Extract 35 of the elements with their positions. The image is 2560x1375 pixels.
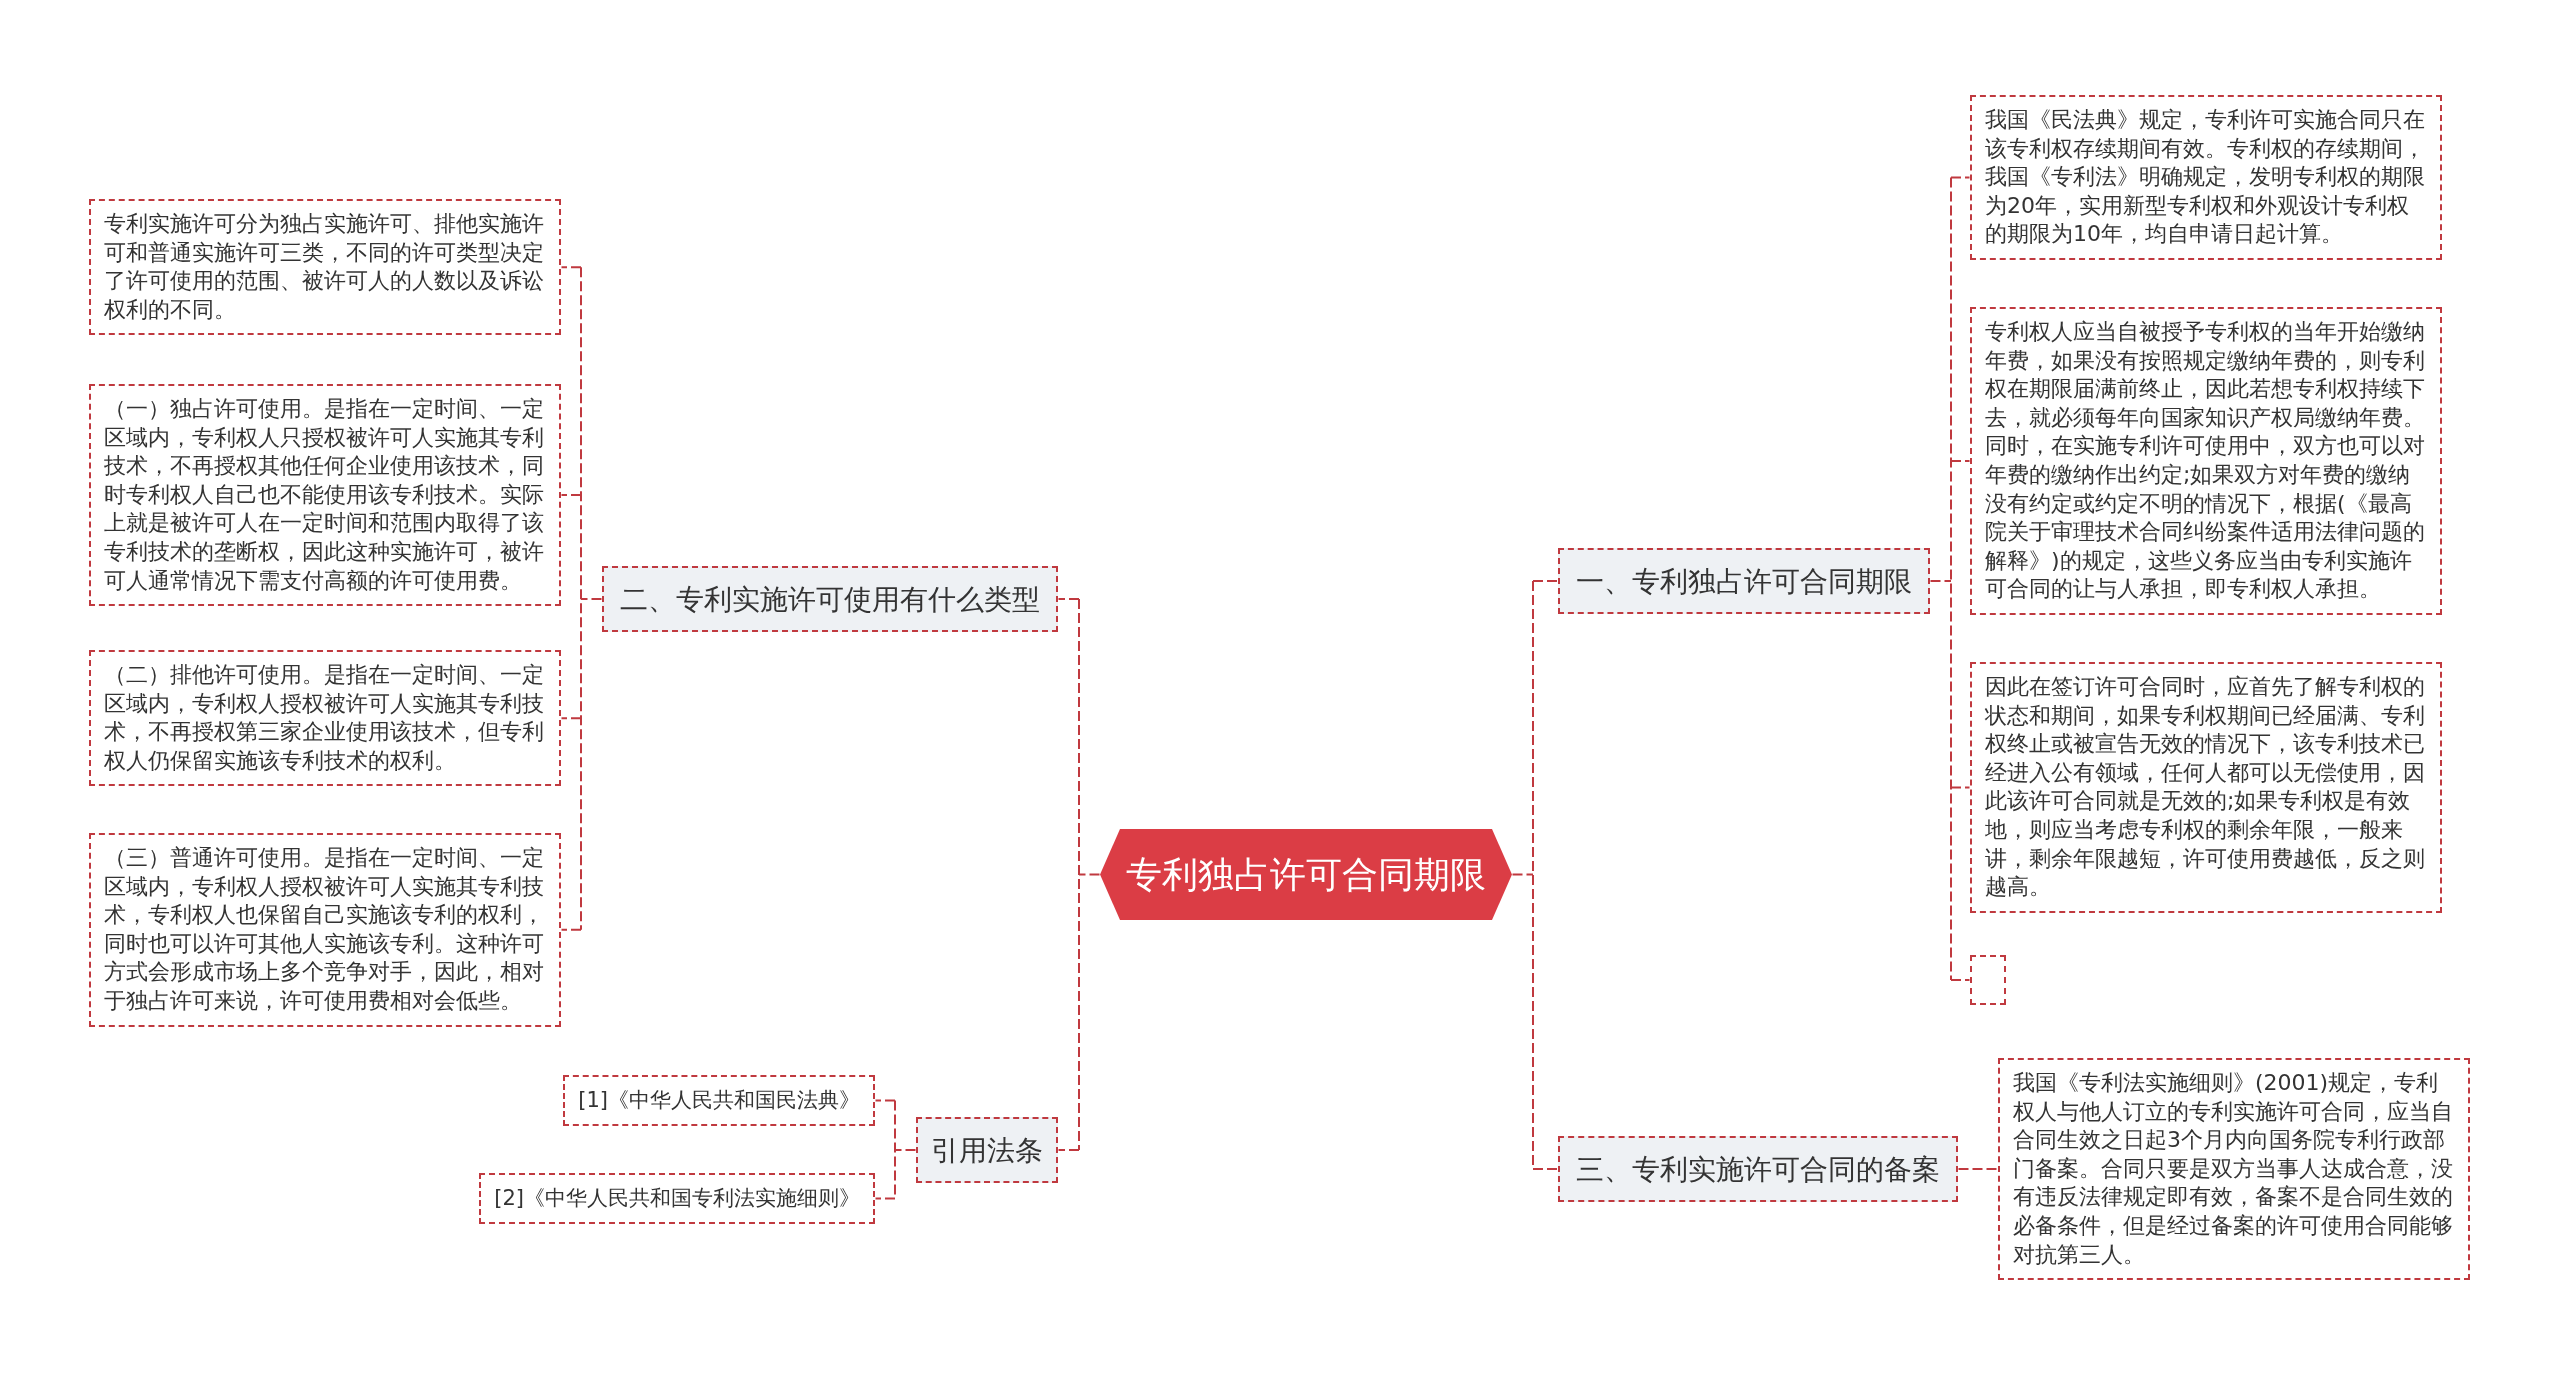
connector-line [874,1099,917,1200]
note-text: 因此在签订许可合同时，应首先了解专利权的状态和期间，如果专利权期间已经届满、专利权终止或被宣告无效的情况下，该专利技术已经进入公有领域，任何人都可以无偿使用，因此该许可合同就是无效的;如果专利权是有效地，则应当考虑专利权的剩余年限，一般来讲，剩余年限越短，许可使用费越低，反之则越高。 [1985,673,2426,902]
reference-text: [2]《中华人民共和国专利法实施细则》 [494,1185,860,1212]
reference-text: [1]《中华人民共和国民法典》 [578,1087,860,1114]
branch-title: 引用法条 [931,1132,1043,1168]
note-text: 我国《民法典》规定，专利许可实施合同只在该专利权存续期间有效。专利权的存续期间，我国《专利法》明确规定，发明专利权的期限为20年，实用新型专利权和外观设计专利权的期限为10年，均自申请日起计算。 [1985,106,2426,249]
branch-title: 三、专利实施许可合同的备案 [1576,1151,1940,1187]
note-card [1970,95,2442,260]
branch-card [916,1117,1058,1183]
note-card [89,650,561,787]
note-text: 专利权人应当自被授予专利权的当年开始缴纳年费，如果没有按照规定缴纳年费的，则专利权在期限届满前终止，因此若想专利权持续下去，就必须每年向国家知识产权局缴纳年费。同时，在实施专利许可使用中，双方也可以对年费的缴纳作出约定;如果双方对年费的缴纳没有约定或约定不明的情况下，根据(《最高院关于审理技术合同纠纷案件适用法律问题的解释》)的规定，这些义务应当由专利实施许可合同的让与人承担，即专利权人承担。 [1985,318,2426,604]
topic-title: 专利独占许可合同期限 [1126,853,1486,897]
branch-card [1558,1136,1958,1202]
topic-hexagon [1100,829,1512,920]
note-text: （二）排他许可使用。是指在一定时间、一定区域内，专利权人授权被许可人实施其专利技术，不再授权第三家企业使用该技术，但专利权人仍保留实施该专利技术的权利。 [104,661,545,775]
connector-line [1057,598,1101,1151]
branch-card [1558,548,1930,614]
note-text: （三）普通许可使用。是指在一定时间、一定区域内，专利权人授权被许可人实施其专利技术，专利权人也保留自己实施该专利的权利，同时也可以许可其他人实施该专利。这种许可方式会形成市场上多个竞争对手，因此，相对于独占许可来说，许可使用费相对会低些。 [104,844,545,1015]
branch-card [602,566,1058,632]
note-text: （一）独占许可使用。是指在一定时间、一定区域内，专利权人只授权被许可人实施其专利技术，不再授权其他任何企业使用该技术，同时专利权人自己也不能使用该专利技术。实际上就是被许可人在一定时间和范围内取得了该专利技术的垄断权，因此这种实施许可，被许可人通常情况下需支付高额的许可使用费。 [104,395,545,595]
connector-line [1957,1168,1999,1170]
empty-box [1970,955,2006,1005]
connector-line [1929,176,1971,981]
connector-line [560,266,603,931]
branch-title: 二、专利实施许可使用有什么类型 [620,581,1040,617]
note-text: 专利实施许可分为独占实施许可、排他实施许可和普通实施许可三类，不同的许可类型决定了许可使用的范围、被许可人的人数以及诉讼权利的不同。 [104,210,545,324]
note-card [89,199,561,336]
note-card [1998,1058,2470,1281]
reference-card [563,1075,875,1126]
connector-line [1511,580,1559,1170]
note-card [89,833,561,1027]
note-text: 我国《专利法实施细则》(2001)规定，专利权人与他人订立的专利实施许可合同，应当自合同生效之日起3个月内向国务院专利行政部门备案。合同只要是双方当事人达成合意，没有违反法律规定即有效，备案不是合同生效的必备条件，但是经过备案的许可使用合同能够对抗第三人。 [2013,1069,2454,1269]
reference-card [479,1173,875,1224]
note-card [89,384,561,607]
branch-title: 一、专利独占许可合同期限 [1576,563,1912,599]
